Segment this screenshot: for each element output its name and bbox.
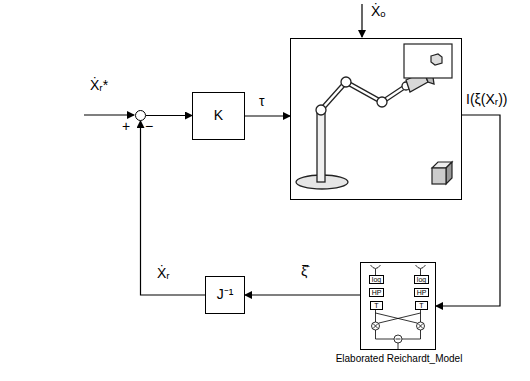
block-label: T (374, 302, 378, 310)
highpass-block: HP (369, 288, 384, 297)
output-line (398, 343, 399, 350)
signal-label: I(ξ(Xᵣ)) (465, 92, 509, 107)
delay-line (375, 310, 376, 322)
reichardt-model-box: Elaborated Reichardt_ModellogHPTlogHPT (360, 262, 436, 350)
multiplier (417, 322, 425, 330)
block-label: K (214, 108, 223, 123)
threshold-block: T (370, 301, 383, 310)
signal-label: Ẋᵣ (156, 266, 171, 281)
signal-label: τ (258, 94, 266, 109)
signal-line (245, 115, 290, 116)
sign-label: + (122, 119, 130, 134)
input-arrow (84, 114, 134, 115)
sum-line (376, 330, 395, 339)
cross-line (376, 313, 418, 323)
signal-label: Ẋᵣ* (90, 78, 108, 93)
sign-label: − (145, 119, 153, 134)
summing-junction: +− (135, 110, 146, 121)
robot-arm (296, 70, 434, 189)
monitor (404, 44, 452, 78)
block-label: T (419, 302, 423, 310)
inverse-jacobian-block: J⁻¹ (205, 276, 245, 314)
block-label: HP (417, 289, 427, 297)
signal-label: ξ̇̂ (300, 264, 308, 279)
photoreceptor (416, 265, 426, 269)
multiplier (372, 322, 380, 330)
log-block: log (369, 275, 384, 284)
log-block: log (414, 275, 429, 284)
multiplier-cross (418, 324, 423, 329)
sum-line (402, 330, 421, 339)
node-caption: Elaborated Reichardt_Model (321, 353, 477, 364)
threshold-block: T (415, 301, 428, 310)
gain-block: K (192, 92, 245, 140)
signal-line (436, 115, 500, 306)
subtractor (394, 335, 402, 343)
block-label: HP (372, 289, 382, 297)
signal-line (146, 115, 192, 116)
signal-line (141, 121, 206, 295)
disturbance-arrow (361, 4, 362, 37)
signal-line (245, 294, 360, 295)
block-label: log (372, 276, 381, 284)
subtractor-mark (396, 339, 401, 340)
photoreceptor (371, 265, 381, 269)
node-caption: Ẋₒ (371, 4, 386, 19)
block-label: J⁻¹ (217, 287, 234, 302)
cube-object (432, 162, 452, 184)
multiplier-cross (373, 324, 378, 329)
robot-camera-plant: Ẋₒ (290, 38, 462, 200)
highpass-block: HP (414, 288, 429, 297)
block-label: log (417, 276, 426, 284)
cross-line (379, 313, 421, 323)
delay-line (420, 310, 421, 322)
